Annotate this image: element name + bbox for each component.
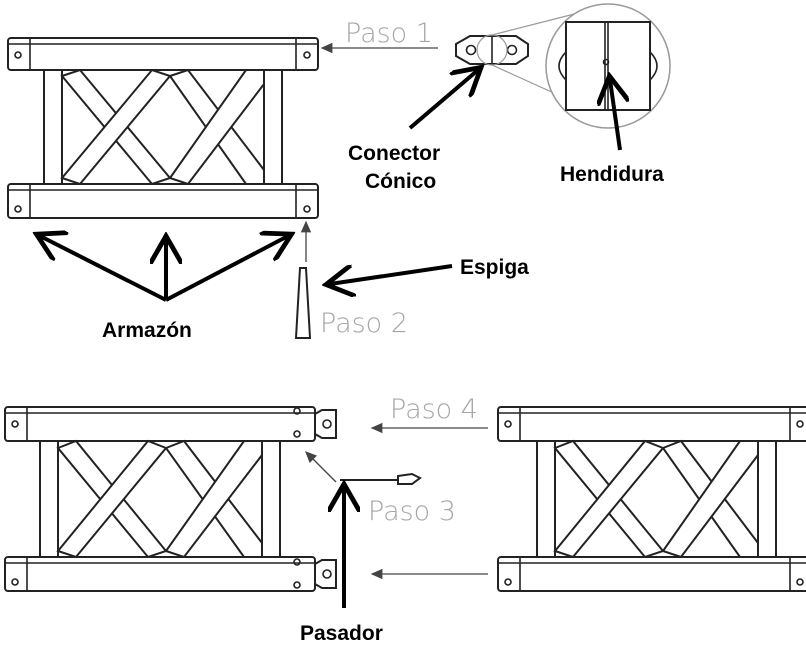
hendidura-label: Hendidura — [560, 163, 664, 186]
hendidura-arrow — [610, 80, 620, 151]
espiga-label: Espiga — [460, 256, 529, 279]
paso3-arrow — [305, 451, 337, 483]
espiga-pin-icon — [294, 267, 312, 339]
zoom-detail-circle — [545, 3, 671, 129]
espiga-arrow — [330, 264, 453, 284]
conector-label-line2: Cónico — [365, 170, 436, 193]
conector-label-line1: Conector — [348, 142, 440, 165]
armazon-label: Armazón — [102, 319, 192, 342]
conector-arrow — [408, 70, 478, 130]
truss-frame-bottom-left — [4, 406, 337, 592]
armazon-arrows — [40, 236, 288, 302]
paso2-label: Paso 2 — [320, 308, 408, 339]
paso1-label: Paso 1 — [345, 18, 433, 49]
paso4-label: Paso 4 — [390, 394, 478, 425]
paso3-label: Paso 3 — [368, 496, 456, 527]
truss-frame-bottom-right — [497, 406, 806, 592]
pasador-label: Pasador — [300, 622, 383, 645]
truss-frame-top — [7, 37, 319, 219]
conical-connector-icon — [455, 34, 529, 66]
pasador-pin-icon — [340, 472, 422, 485]
